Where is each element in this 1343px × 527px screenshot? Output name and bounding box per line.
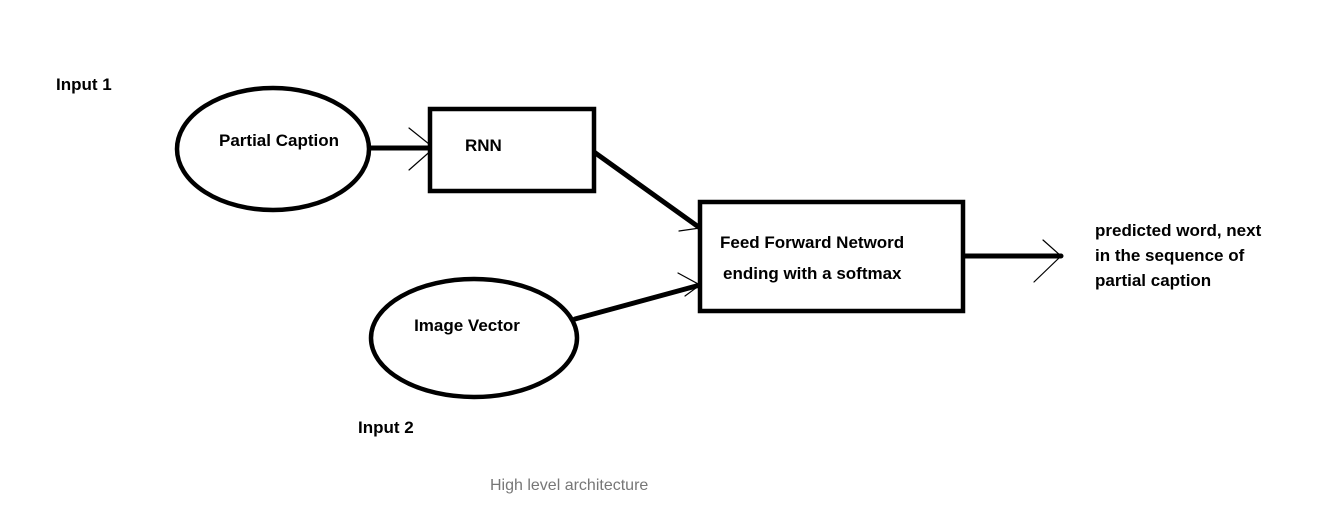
edges: [365, 127, 1064, 322]
node-feed-forward-network: Feed Forward Netword ending with a softm…: [697, 199, 966, 314]
rnn-box: [427, 106, 597, 194]
edge-partial-caption-to-rnn: [365, 127, 437, 171]
ffn-label-line2: ending with a softmax: [723, 264, 902, 283]
output-label: predicted word, next in the sequence of …: [1095, 221, 1262, 290]
output-label-line3: partial caption: [1095, 271, 1211, 290]
node-partial-caption: Partial Caption: [174, 85, 372, 213]
edge-rnn-to-ffn: [591, 149, 703, 232]
output-label-line1: predicted word, next: [1095, 221, 1262, 240]
image-vector-label: Image Vector: [414, 316, 520, 335]
input-1-label: Input 1: [56, 75, 112, 94]
ffn-box: [697, 199, 966, 314]
node-image-vector: Image Vector: [368, 276, 580, 400]
figure-caption: High level architecture: [490, 477, 648, 494]
ffn-label-line1: Feed Forward Netword: [720, 233, 904, 252]
rnn-label: RNN: [465, 136, 502, 155]
edge-image-vector-to-ffn: [572, 272, 703, 322]
partial-caption-label: Partial Caption: [219, 131, 339, 150]
input-2-label: Input 2: [358, 418, 414, 437]
edge-ffn-to-output: [961, 239, 1064, 283]
partial-caption-ellipse: [174, 85, 372, 213]
node-rnn: RNN: [427, 106, 597, 194]
output-label-line2: in the sequence of: [1095, 246, 1245, 265]
image-vector-ellipse: [368, 276, 580, 400]
